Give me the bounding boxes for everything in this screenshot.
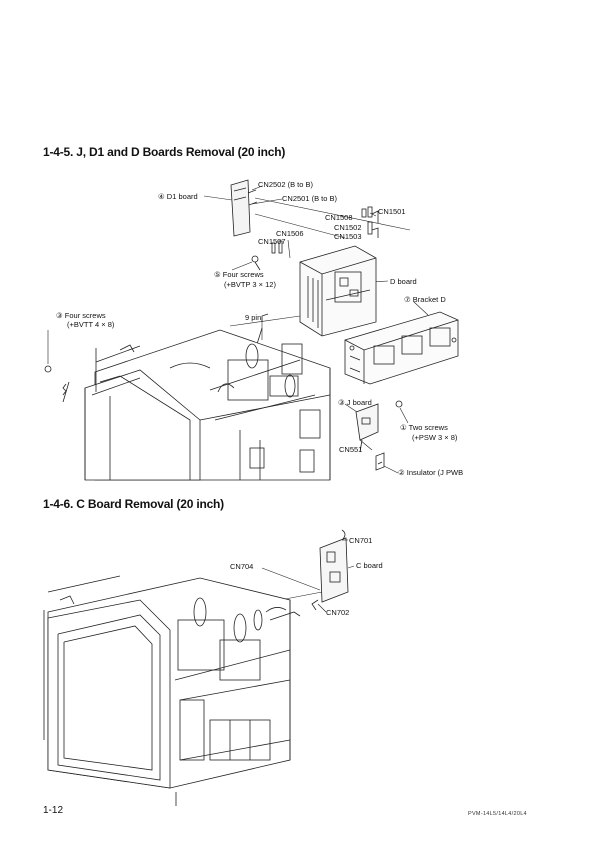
label-bracket-d: ⑦ Bracket D	[404, 295, 446, 304]
d1-board-drawing	[230, 179, 258, 237]
label-cn704: CN704	[230, 562, 254, 571]
label-cn1501: CN1501	[378, 207, 406, 216]
label-cn1507: CN1507	[258, 237, 286, 246]
label-cn2501: CN2501 (B to B)	[282, 194, 338, 203]
label-two-screws-spec: (+PSW 3 × 8)	[412, 433, 458, 442]
j-board-drawing	[355, 400, 403, 471]
label-four-screws-bvtp-spec: (+BVTP 3 × 12)	[224, 280, 276, 289]
label-four-screws-bvtt-spec: (+BVTT 4 × 8)	[67, 320, 115, 329]
monitor-chassis-2	[43, 575, 301, 806]
leader-lines-2	[261, 539, 355, 613]
label-cn702: CN702	[326, 608, 350, 617]
label-cn1502: CN1502	[334, 223, 362, 232]
section-heading-jd1d: 1-4-5. J, D1 and D Boards Removal (20 in…	[43, 145, 286, 159]
page-number: 1-12	[43, 805, 64, 816]
label-cn551: CN551	[339, 445, 363, 454]
model-number: PVM-14L5/14L4/20L4	[468, 811, 527, 817]
bracket-d-drawing	[344, 311, 459, 385]
label-four-screws-bvtp: ⑤ Four screws	[214, 270, 264, 279]
label-9-pin: 9 pin	[245, 313, 262, 322]
label-d-board: D board	[390, 277, 417, 286]
label-d1-board: ④ D1 board	[158, 192, 198, 201]
section-heading-c-board: 1-4-6. C Board Removal (20 inch)	[43, 497, 224, 511]
monitor-chassis-1	[84, 329, 331, 481]
label-j-board: ③ J board	[338, 398, 372, 407]
d-board-drawing	[299, 245, 377, 337]
label-cn1506: CN1506	[276, 229, 304, 238]
label-insulator: ② Insulator (J PWB	[398, 468, 464, 477]
label-cn701: CN701	[349, 536, 373, 545]
screw-bvtp	[251, 255, 261, 271]
label-two-screws: ① Two screws	[400, 423, 448, 432]
label-four-screws-bvtt: ③ Four screws	[56, 311, 106, 320]
label-cn1503: CN1503	[334, 232, 362, 241]
label-c-board: C board	[356, 561, 383, 570]
connector-cluster	[271, 206, 379, 254]
leader-lines-1	[47, 185, 429, 474]
label-cn1508: CN1508	[325, 213, 353, 222]
label-cn2502: CN2502 (B to B)	[258, 180, 314, 189]
c-board-drawing	[311, 529, 349, 611]
screw-bvtt	[44, 365, 70, 403]
